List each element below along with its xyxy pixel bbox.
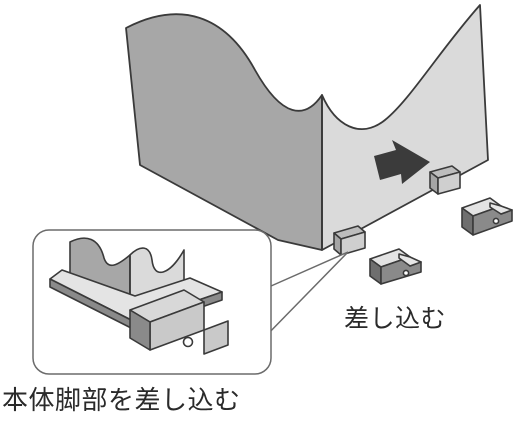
detail-screw-hole: [182, 336, 194, 348]
stand-front-panel: [125, 13, 323, 251]
detail-bracket-block-left: [129, 309, 151, 351]
stand-leg-left: [333, 225, 366, 256]
stand-body: [125, 4, 489, 251]
callout-box: [32, 229, 349, 375]
stand-leg-right: [429, 165, 461, 195]
arrow-icon: [374, 140, 430, 184]
stand-side-panel: [321, 4, 489, 251]
callout-pointer: [261, 251, 349, 341]
foot-bracket-left: [369, 248, 422, 285]
detail-bracket-flange: [203, 320, 229, 355]
foot-bracket-right: [461, 197, 513, 236]
insert-label: 差し込む: [344, 304, 447, 333]
insert-body-leg-label: 本体脚部を差し込む: [2, 386, 241, 416]
